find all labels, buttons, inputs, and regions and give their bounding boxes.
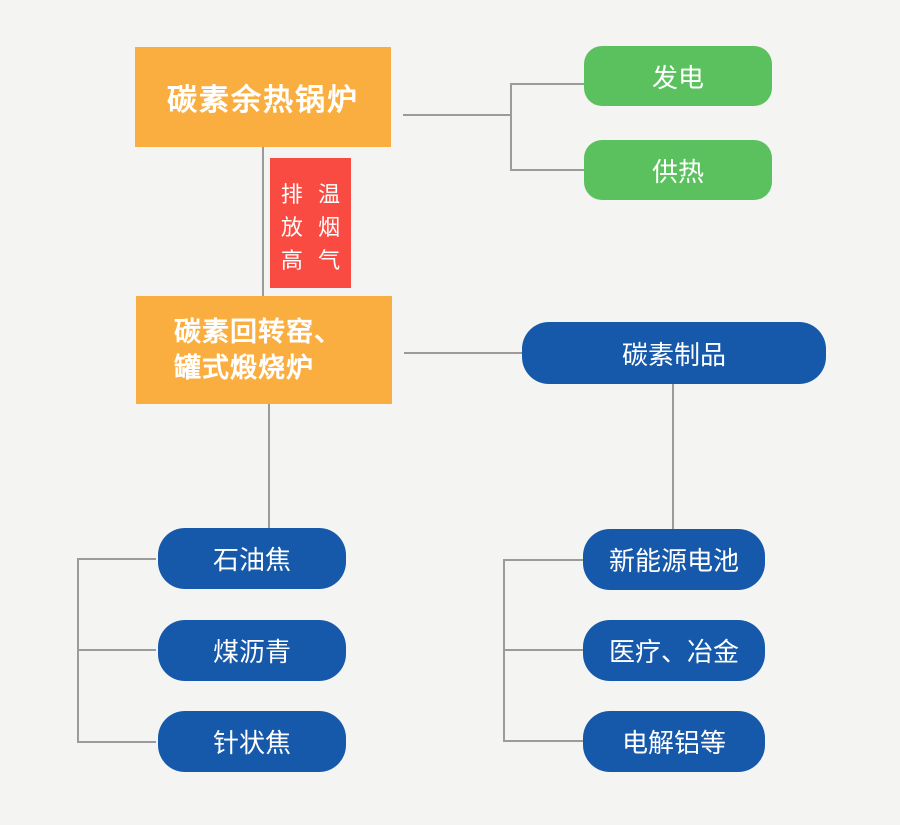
connector-kiln-to-products: [404, 352, 522, 354]
connector-stub-power: [510, 83, 584, 85]
node-rotary-kiln-calciner: 碳素回转窑、 罐式煅烧炉: [136, 296, 402, 411]
node-label: 碳素制品: [621, 339, 726, 370]
connector-stub-battery: [503, 559, 583, 561]
node-needle-coke: 针状焦: [158, 711, 356, 779]
node-carbon-products: 碳素制品: [522, 322, 836, 391]
node-label-line2: 罐式煅烧炉: [174, 353, 314, 383]
node-label: 石油焦: [212, 545, 291, 575]
node-coal-pitch: 煤沥青: [158, 620, 356, 688]
connector-stub-needle-coke: [77, 741, 156, 743]
connector-boiler-to-outputs: [403, 114, 511, 116]
node-label: 针状焦: [212, 728, 291, 758]
node-heat-supply: 供热: [584, 140, 782, 207]
node-new-energy-battery: 新能源电池: [583, 529, 775, 597]
node-petroleum-coke: 石油焦: [158, 528, 356, 596]
connector-stub-aluminum: [503, 740, 583, 742]
node-electrolytic-aluminum: 电解铝等: [583, 711, 775, 779]
connector-stub-medical: [503, 649, 583, 651]
flue-gas-left-column: 排放高: [280, 182, 303, 273]
node-label: 发电: [651, 62, 704, 93]
node-label: 煤沥青: [212, 637, 291, 667]
connector-stub-heat: [510, 169, 584, 171]
connector-outputs-bracket-vertical: [510, 83, 512, 171]
node-label: 电解铝等: [621, 728, 726, 758]
connector-products-to-applications: [672, 384, 674, 529]
node-carbon-waste-heat-boiler: 碳素余热锅炉: [135, 47, 401, 154]
node-medical-metallurgy: 医疗、冶金: [583, 620, 775, 688]
node-label: 供热: [651, 156, 704, 187]
node-label: 新能源电池: [608, 546, 739, 576]
node-label-line1: 碳素回转窑、: [174, 316, 342, 347]
connector-stub-coal-pitch: [77, 649, 156, 651]
node-label: 医疗、冶金: [608, 637, 739, 667]
node-flue-gas-label: 排放高 温烟气: [270, 158, 351, 288]
connector-boiler-to-kiln: [262, 147, 264, 296]
connector-kiln-to-materials: [268, 404, 270, 528]
flue-gas-right-column: 温烟气: [318, 182, 341, 273]
node-power-generation: 发电: [584, 46, 782, 113]
node-label: 碳素余热锅炉: [167, 84, 359, 117]
connector-stub-petroleum-coke: [77, 558, 156, 560]
